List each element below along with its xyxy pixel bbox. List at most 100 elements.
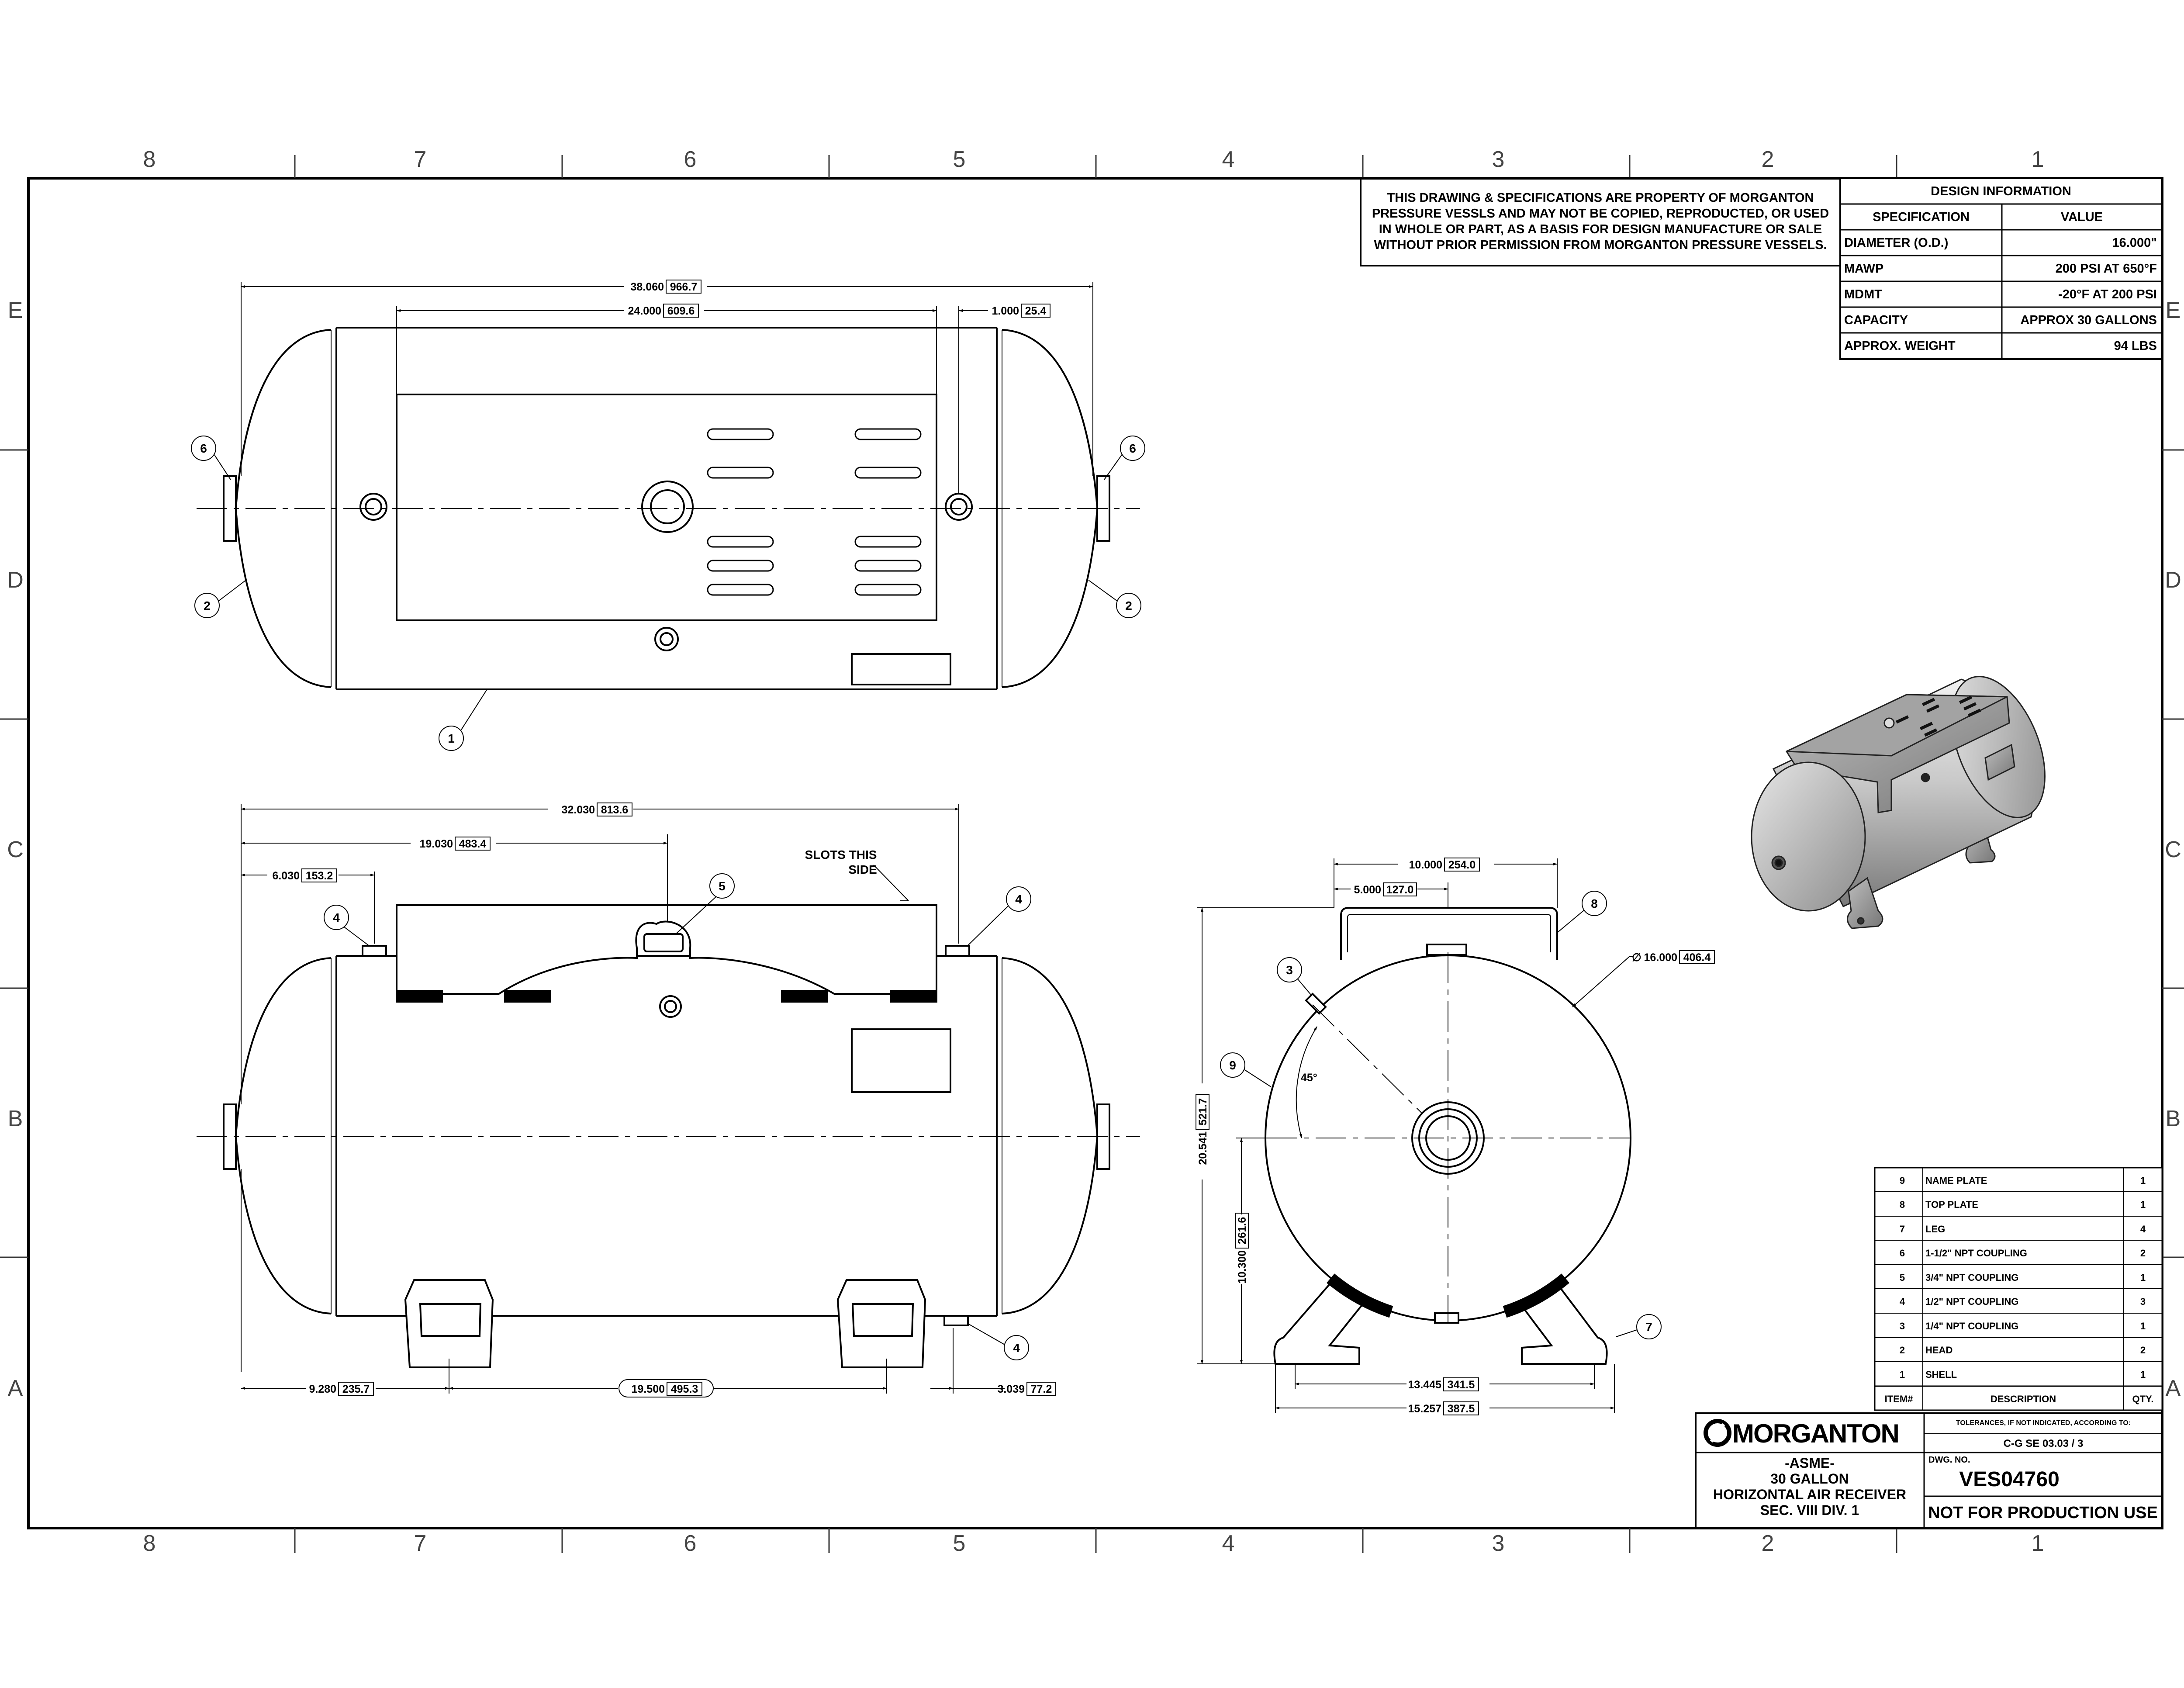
dim-shell-length-mm: 813.6 xyxy=(601,804,629,816)
bom-item: 3 xyxy=(1900,1321,1905,1332)
dim-center-mm: 483.4 xyxy=(459,838,487,850)
balloon-4-bottom: 4 xyxy=(1013,1341,1020,1355)
zone-label: E xyxy=(2166,298,2181,323)
design-value: 16.000" xyxy=(2112,236,2157,250)
zone-label: 3 xyxy=(1492,1531,1505,1556)
dim-leg-right: 3.039 xyxy=(997,1383,1025,1395)
dim-center-height-mm: 261.6 xyxy=(1236,1217,1248,1245)
dim-half-width-mm: 127.0 xyxy=(1386,884,1414,896)
balloon-8: 8 xyxy=(1591,897,1598,910)
zone-label: 5 xyxy=(953,147,966,172)
design-value: -20°F AT 200 PSI xyxy=(2058,287,2157,301)
bom-header-qty: QTY. xyxy=(2132,1394,2154,1404)
balloon-9: 9 xyxy=(1229,1058,1236,1072)
bom-desc: NAME PLATE xyxy=(1925,1175,1987,1186)
dwg-no: VES04760 xyxy=(1959,1468,2060,1491)
dim-overall-length-mm: 966.7 xyxy=(670,281,698,293)
design-spec: MDMT xyxy=(1844,287,1882,301)
title-line-3: HORIZONTAL AIR RECEIVER xyxy=(1713,1487,1906,1502)
zone-label: 7 xyxy=(414,147,427,172)
production-status: NOT FOR PRODUCTION USE xyxy=(1928,1504,2158,1522)
notice-line: WITHOUT PRIOR PERMISSION FROM MORGANTON … xyxy=(1374,238,1827,252)
dim-shell-length: 32.030 xyxy=(562,804,595,816)
logo-wordmark: MORGANTON xyxy=(1732,1419,1899,1448)
balloon-4-right: 4 xyxy=(1015,892,1022,906)
bom-header-desc: DESCRIPTION xyxy=(1990,1394,2056,1404)
design-value: APPROX 30 GALLONS xyxy=(2020,313,2157,327)
bom-qty: 1 xyxy=(2140,1199,2146,1210)
dim-offset: 1.000 xyxy=(992,305,1019,317)
zone-label: 6 xyxy=(684,147,697,172)
dim-overall-height-mm: 521.7 xyxy=(1197,1098,1209,1126)
dim-leg-span-mm: 495.3 xyxy=(671,1383,698,1395)
zone-label: C xyxy=(2165,837,2181,862)
bom-qty: 1 xyxy=(2140,1175,2146,1186)
bom-desc: 1/4" NPT COUPLING xyxy=(1925,1321,2018,1332)
dim-leg-left-mm: 235.7 xyxy=(342,1383,370,1395)
balloon-5: 5 xyxy=(719,879,726,893)
notice-line: IN WHOLE OR PART, AS A BASIS FOR DESIGN … xyxy=(1379,222,1822,236)
zone-label: C xyxy=(7,837,24,862)
dwg-no-label: DWG. NO. xyxy=(1928,1455,1970,1465)
zone-label: 6 xyxy=(684,1531,697,1556)
tolerance-value: C-G SE 03.03 / 3 xyxy=(2004,1438,2084,1449)
side-view-dimensions xyxy=(1197,858,1634,1413)
balloon-2-left: 2 xyxy=(204,599,211,612)
bom-qty: 1 xyxy=(2140,1321,2146,1332)
zone-label: A xyxy=(2166,1376,2181,1401)
dim-plate-length: 24.000 xyxy=(628,305,661,317)
design-spec: CAPACITY xyxy=(1844,313,1908,327)
property-notice: THIS DRAWING & SPECIFICATIONS ARE PROPER… xyxy=(1360,177,1841,266)
bom-item: 2 xyxy=(1900,1345,1905,1356)
top-view-balloons: 6 6 2 2 1 xyxy=(191,436,1145,751)
zone-label: 7 xyxy=(414,1531,427,1556)
dim-overall-height: 20.541 xyxy=(1197,1131,1209,1165)
zone-label: 8 xyxy=(143,1531,156,1556)
dim-plate-width: 10.000 xyxy=(1409,859,1442,871)
dim-center-height: 10.300 xyxy=(1236,1250,1248,1283)
dim-leg-span: 19.500 xyxy=(632,1383,665,1395)
front-view-dim-text: 32.030 813.6 19.030 483.4 6.030 153.2 9.… xyxy=(272,802,1056,1397)
title-line-1: -ASME- xyxy=(1785,1455,1835,1471)
zone-label: 1 xyxy=(2032,1531,2044,1556)
zone-label: 5 xyxy=(953,1531,966,1556)
bom-qty: 3 xyxy=(2140,1296,2146,1307)
design-value: 94 LBS xyxy=(2114,339,2157,353)
bom-item: 1 xyxy=(1900,1369,1905,1380)
top-view-dim-text: 38.060 966.7 24.000 609.6 1.000 25.4 xyxy=(628,280,1051,318)
isometric-tank-render xyxy=(1751,676,2046,929)
dim-angle: 45° xyxy=(1301,1072,1317,1084)
bom-qty: 1 xyxy=(2140,1272,2146,1283)
dim-left-offset: 6.030 xyxy=(272,870,300,882)
balloon-2-right: 2 xyxy=(1125,599,1132,612)
front-view-dimensions xyxy=(241,804,1005,1394)
dim-leg-outer-mm: 387.5 xyxy=(1448,1403,1475,1415)
bom-desc: HEAD xyxy=(1925,1345,1952,1356)
title-line-4: SEC. VIII DIV. 1 xyxy=(1760,1502,1859,1518)
balloon-3: 3 xyxy=(1286,963,1293,977)
dim-leg-left: 9.280 xyxy=(309,1383,336,1395)
side-view xyxy=(1265,907,1631,1365)
diameter-symbol: ∅ xyxy=(1632,951,1641,964)
bom-item: 5 xyxy=(1900,1272,1905,1283)
bom-desc: 1/2" NPT COUPLING xyxy=(1925,1296,2018,1307)
bom-qty: 1 xyxy=(2140,1369,2146,1380)
design-info-col-value: VALUE xyxy=(2061,210,2103,224)
balloon-4-left: 4 xyxy=(333,911,340,924)
bom-item: 6 xyxy=(1900,1248,1905,1259)
dim-offset-mm: 25.4 xyxy=(1025,305,1047,317)
title-block: MORGANTON TOLERANCES, IF NOT INDICATED, … xyxy=(1695,1412,2163,1529)
dim-leg-outer: 15.257 xyxy=(1408,1403,1441,1415)
side-view-balloons: 3 8 9 7 xyxy=(1220,891,1662,1339)
bom-desc: 1-1/2" NPT COUPLING xyxy=(1925,1248,2027,1259)
design-info-col-spec: SPECIFICATION xyxy=(1873,210,1970,224)
bill-of-materials: 9 NAME PLATE 1 8 TOP PLATE 1 7 LEG 4 6 1… xyxy=(1874,1167,2163,1411)
tolerance-label: TOLERANCES, IF NOT INDICATED, ACCORDING … xyxy=(1956,1419,2131,1427)
note-slots: SLOTS THIS xyxy=(805,848,877,861)
zone-label: 3 xyxy=(1492,147,1505,172)
balloon-6-left: 6 xyxy=(200,442,207,455)
zone-label: 4 xyxy=(1222,147,1235,172)
zone-label: 4 xyxy=(1222,1531,1235,1556)
bom-desc: TOP PLATE xyxy=(1925,1199,1978,1210)
